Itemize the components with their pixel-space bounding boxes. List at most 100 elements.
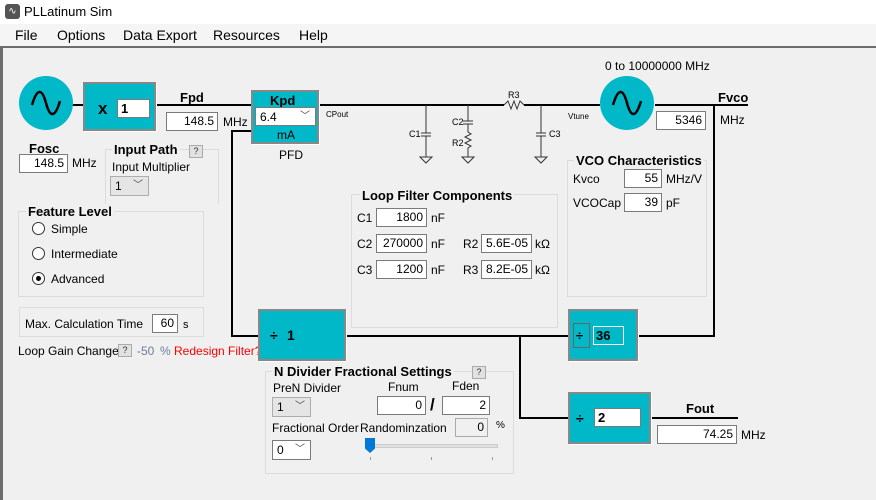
loop-filter-schematic <box>418 99 549 164</box>
c1-label: C1 <box>357 211 373 225</box>
radio-simple-label[interactable]: Simple <box>51 222 88 236</box>
c2-label: C2 <box>357 237 373 251</box>
kpd-unit: mA <box>277 128 295 142</box>
multiplier-input[interactable]: 1 <box>117 99 150 118</box>
n-divider-value: 1 <box>287 327 295 343</box>
vco-divider-input[interactable]: 36 <box>593 326 624 345</box>
multiply-symbol: x <box>98 99 108 118</box>
calc-time-group <box>19 307 204 337</box>
redesign-filter-link[interactable]: Redesign Filter? <box>174 344 262 358</box>
wire <box>231 335 258 337</box>
fractional-order-value: 0 <box>277 443 284 457</box>
wire <box>231 130 233 337</box>
slider-tick <box>370 457 371 460</box>
pren-select[interactable]: 1﹀ <box>272 397 311 417</box>
kvco-input[interactable]: 55 <box>624 169 662 188</box>
fvco-label: Fvco <box>718 90 749 105</box>
calc-time-label: Max. Calculation Time <box>25 317 144 331</box>
menu-bar: File Options Data Export Resources Help <box>0 24 876 46</box>
schematic-c1-label: C1 <box>409 129 421 139</box>
loop-gain-help-button[interactable]: ? <box>118 344 132 357</box>
c3-input[interactable]: 1200 <box>376 260 427 279</box>
frac-settings-title: N Divider Fractional Settings <box>272 364 454 379</box>
vtune-label: Vtune <box>568 112 589 121</box>
title-bar: ∿ PLLatinum Sim <box>0 0 876 24</box>
fpd-input[interactable]: 148.5 <box>166 112 218 131</box>
randomization-slider-track[interactable] <box>366 444 498 448</box>
schematic-r2-label: R2 <box>452 138 464 148</box>
fout-input[interactable]: 74.25 <box>657 425 737 444</box>
vco-range-label: 0 to 10000000 MHz <box>605 59 710 73</box>
schematic-c2-label: C2 <box>452 117 464 127</box>
kvco-unit: MHz/V <box>666 172 702 186</box>
randomization-input[interactable]: 0 <box>455 418 488 437</box>
radio-intermediate[interactable] <box>32 247 45 260</box>
c3-unit: nF <box>431 263 446 277</box>
randomization-slider-thumb[interactable] <box>365 438 375 453</box>
wire <box>345 335 568 337</box>
calc-time-input[interactable]: 60 <box>152 314 178 333</box>
cpout-label: CPout <box>326 110 349 119</box>
wire <box>655 104 748 106</box>
wire <box>519 335 521 419</box>
menu-help[interactable]: Help <box>299 27 328 43</box>
fractional-order-select[interactable]: 0﹀ <box>272 440 311 460</box>
fden-label: Fden <box>452 379 480 393</box>
calc-time-unit: s <box>183 319 189 331</box>
fpd-unit: MHz <box>223 115 248 129</box>
c1-unit: nF <box>431 211 446 225</box>
pfd-block: Kpd 6.4﹀ mA <box>251 90 319 144</box>
radio-advanced-label[interactable]: Advanced <box>51 272 105 286</box>
r3-label: R3 <box>463 263 479 277</box>
radio-intermediate-label[interactable]: Intermediate <box>51 247 118 261</box>
window-title: PLLatinum Sim <box>24 4 113 19</box>
fvco-input[interactable]: 5346 <box>656 111 706 130</box>
chevron-down-icon: ﹀ <box>133 180 143 191</box>
r2-label: R2 <box>463 237 479 251</box>
input-multiplier-label: Input Multiplier <box>112 160 191 174</box>
radio-simple[interactable] <box>32 222 45 235</box>
r3-unit: kΩ <box>535 263 550 277</box>
app-icon: ∿ <box>5 4 20 19</box>
schematic-r3-label: R3 <box>508 90 520 100</box>
frac-help-button[interactable]: ? <box>472 366 486 379</box>
input-multiplier-value: 1 <box>115 179 122 193</box>
wire <box>637 335 715 337</box>
fvco-unit: MHz <box>720 113 745 127</box>
wire <box>231 130 252 132</box>
wire <box>519 417 568 419</box>
fosc-input[interactable]: 148.5 <box>19 154 68 173</box>
menu-data-export[interactable]: Data Export <box>123 27 197 43</box>
fden-input[interactable]: 2 <box>442 396 490 415</box>
divide-symbol: ÷ <box>270 327 278 343</box>
input-multiplier-select[interactable]: 1﹀ <box>110 176 149 196</box>
output-divider-input[interactable]: 2 <box>594 408 641 427</box>
input-path-help-button[interactable]: ? <box>189 145 203 158</box>
kpd-label: Kpd <box>270 93 296 108</box>
loop-gain-unit: % <box>160 344 171 358</box>
slider-tick <box>492 457 493 460</box>
c2-unit: nF <box>431 237 446 251</box>
radio-advanced[interactable] <box>32 272 45 285</box>
divide-symbol: ÷ <box>576 328 584 343</box>
c3-label: C3 <box>357 263 373 277</box>
kpd-select[interactable]: 6.4﹀ <box>255 107 316 126</box>
randomization-label: Randominzation <box>360 421 447 435</box>
r2-input[interactable]: 5.6E-05 <box>481 234 532 253</box>
menu-resources[interactable]: Resources <box>213 27 280 43</box>
c2-input[interactable]: 270000 <box>376 234 427 253</box>
pren-value: 1 <box>277 400 284 414</box>
chevron-down-icon: ﹀ <box>300 111 310 122</box>
vcocap-input[interactable]: 39 <box>624 193 662 212</box>
input-multiplier-block: x 1 <box>83 82 156 131</box>
fosc-unit: MHz <box>72 156 97 170</box>
r3-input[interactable]: 8.2E-05 <box>481 260 532 279</box>
vcocap-label: VCOCap <box>573 196 622 210</box>
menu-file[interactable]: File <box>15 27 38 43</box>
menu-options[interactable]: Options <box>57 27 106 43</box>
c1-input[interactable]: 1800 <box>376 208 427 227</box>
wire <box>713 104 715 337</box>
loop-gain-value: -50 <box>137 344 155 358</box>
fnum-input[interactable]: 0 <box>377 396 426 415</box>
wire <box>318 104 600 106</box>
